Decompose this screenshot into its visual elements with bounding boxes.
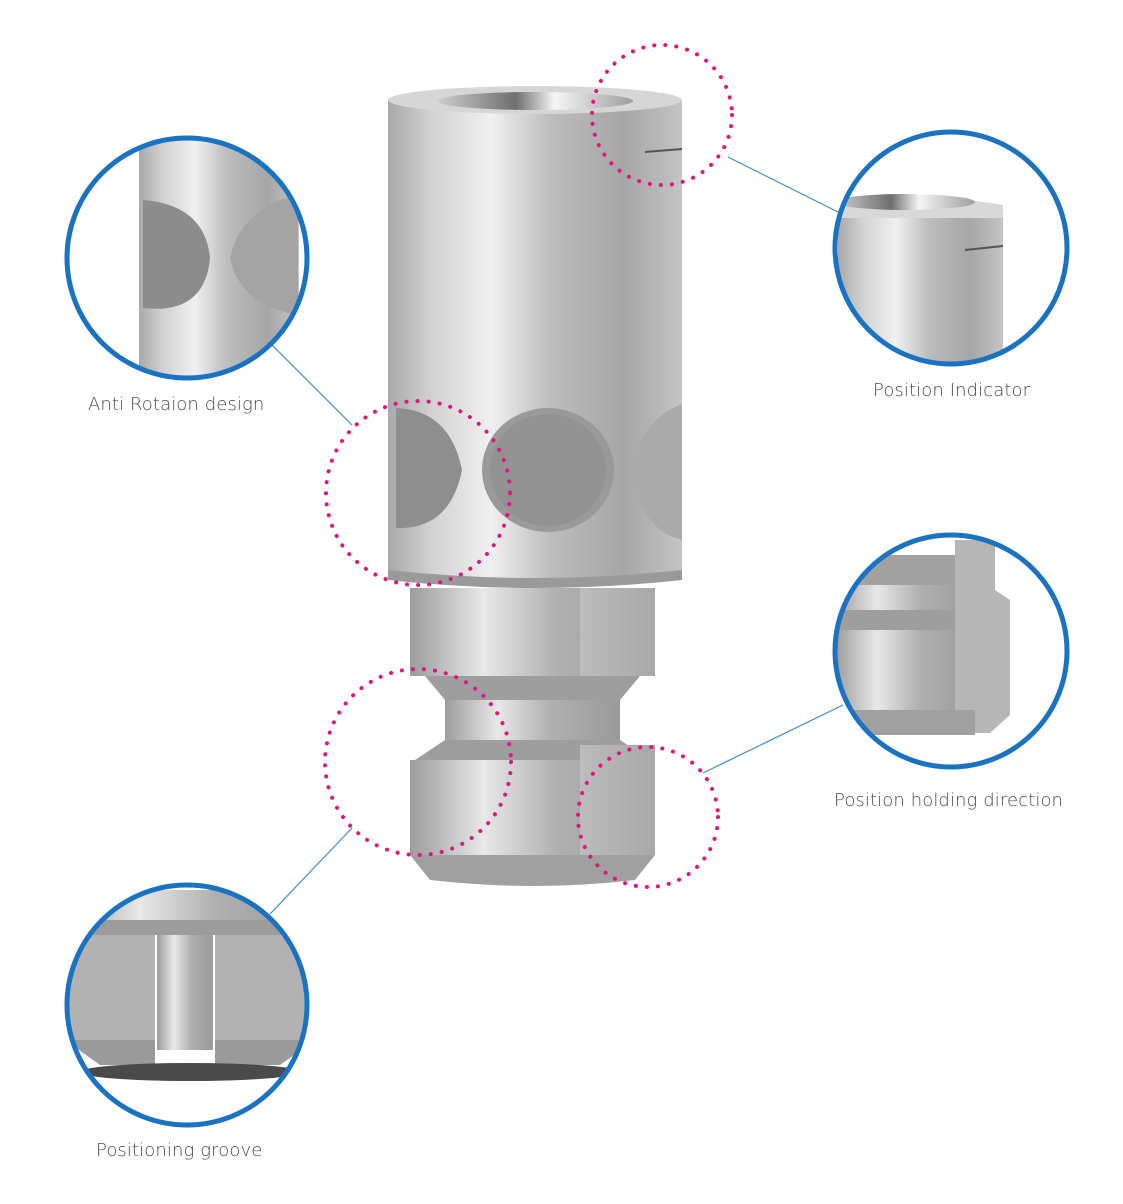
highlight-position-indicator: [590, 43, 734, 187]
leader-lines: [269, 156, 844, 915]
abutment-body: [388, 86, 683, 886]
callout-positioning-groove-zoom: [64, 882, 310, 1128]
callout-position-indicator-zoom: [832, 129, 1070, 367]
callout-label-anti-rotation: Anti Rotaion design: [88, 394, 265, 415]
callout-label-positioning-groove: Positioning groove: [96, 1140, 263, 1161]
highlight-position-holding: [576, 745, 720, 889]
callout-label-position-holding: Position holding direction: [834, 790, 1064, 811]
highlight-positioning-groove: [323, 667, 513, 857]
highlight-anti-rotation: [324, 399, 512, 587]
callout-label-position-indicator: Position Indicator: [873, 380, 1031, 401]
callout-anti-rotation-zoom: [64, 135, 310, 381]
highlight-markers: [323, 43, 734, 889]
callout-position-holding-zoom: [832, 532, 1070, 770]
